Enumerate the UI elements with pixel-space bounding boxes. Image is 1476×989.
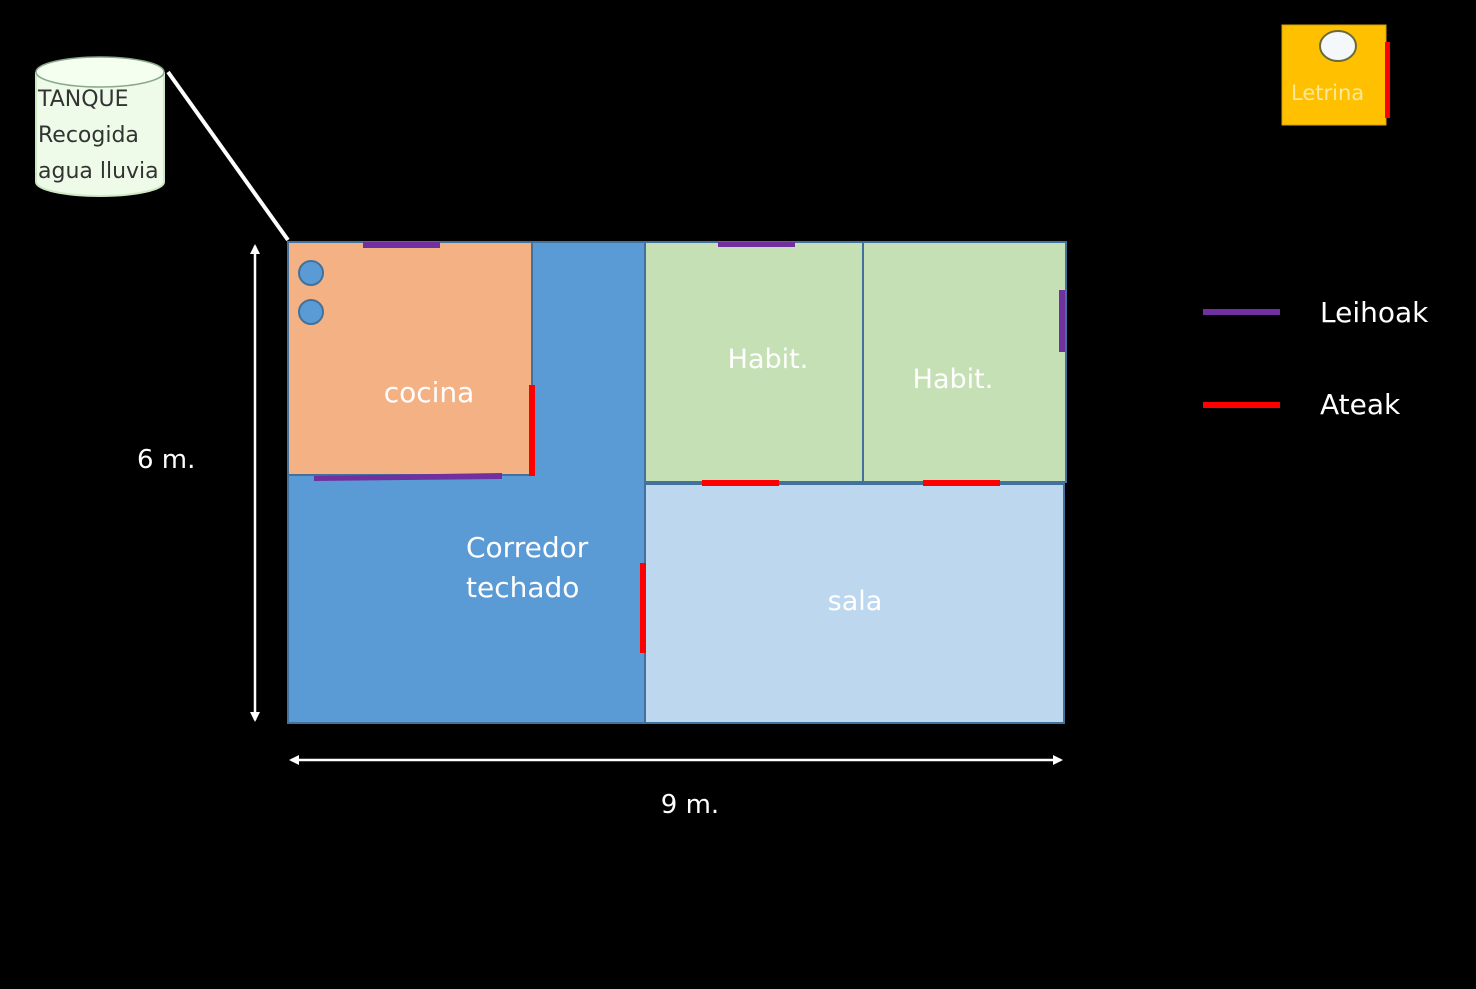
legend-door-swatch (1203, 402, 1280, 408)
door-sala (640, 563, 646, 653)
tank-pipe (166, 70, 290, 242)
letrina-label: Letrina (1291, 81, 1364, 105)
room-habit-2 (862, 241, 1067, 483)
label-habit-2: Habit. (913, 364, 994, 395)
height-dimension-label: 6 m. (137, 445, 195, 475)
window-habit-1 (718, 242, 795, 247)
sink-icon (298, 260, 324, 286)
sink-icon (298, 299, 324, 325)
label-habit-1: Habit. (728, 344, 809, 375)
tank-top (35, 56, 165, 88)
legend-door-label: Ateak (1320, 388, 1401, 421)
room-cocina (287, 241, 533, 476)
rain-water-tank: TANQUE Recogida agua lluvia (35, 56, 165, 197)
window-cocina-top (363, 242, 440, 248)
door-habit-1 (702, 480, 779, 486)
door-cocina (529, 385, 535, 476)
legend: Leihoak Ateak (1203, 296, 1429, 421)
label-cocina: cocina (384, 376, 475, 409)
tank-label-line1: TANQUE (37, 87, 129, 112)
tank-body (35, 72, 165, 197)
toilet-icon (1319, 30, 1357, 62)
door-habit-2 (923, 480, 1000, 486)
legend-window-swatch (1203, 309, 1280, 315)
room-sala (644, 483, 1065, 724)
tank-label-line2: Recogida (38, 123, 139, 148)
label-corredor-1: Corredor (466, 531, 589, 564)
tank-label-line3: agua lluvia (38, 159, 159, 184)
letrina-door (1385, 42, 1390, 118)
label-corredor-2: techado (466, 571, 579, 604)
width-dimension-label: 9 m. (661, 790, 719, 820)
window-cocina-bottom (314, 473, 502, 481)
legend-window-label: Leihoak (1320, 296, 1429, 329)
window-habit-2 (1059, 290, 1065, 352)
room-habit-1 (644, 241, 864, 483)
label-sala: sala (828, 586, 883, 617)
letrina: Letrina (1281, 24, 1390, 126)
